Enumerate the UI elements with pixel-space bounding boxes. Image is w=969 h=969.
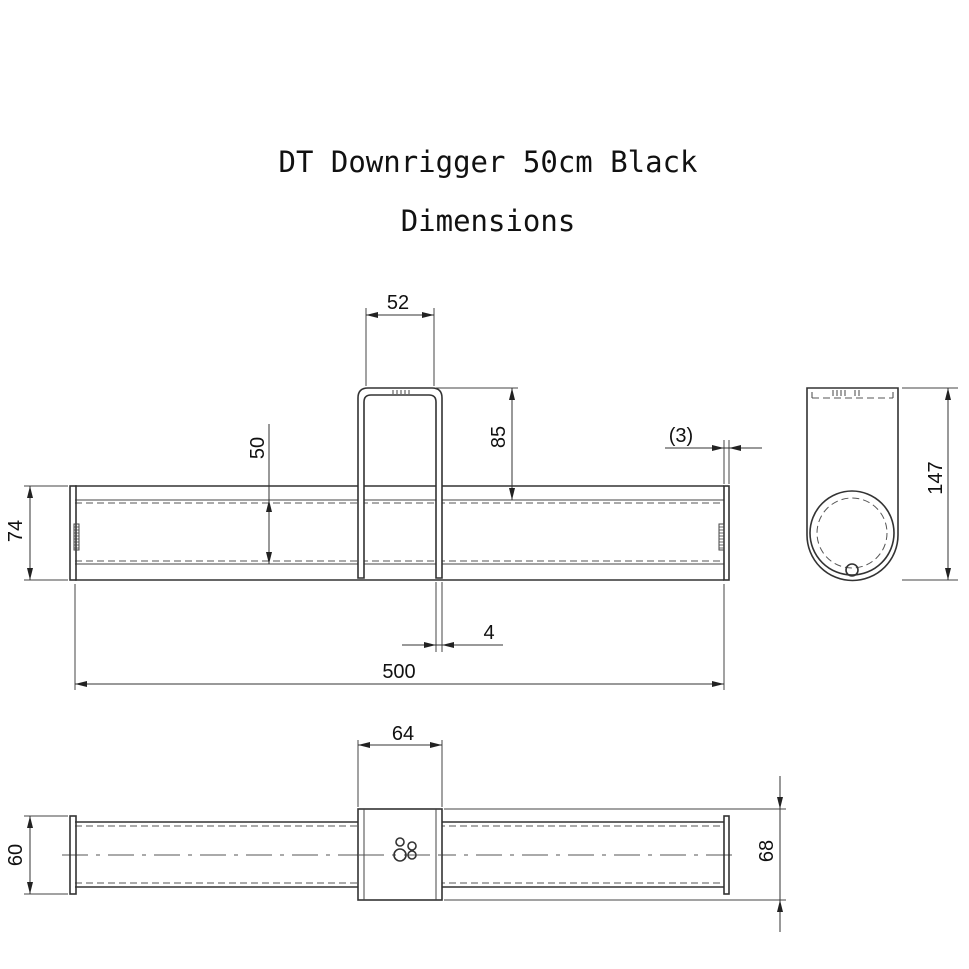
- dimension-52-label: 52: [387, 292, 409, 314]
- dimension-52: 52: [365, 292, 435, 386]
- dimension-147: 147: [902, 387, 958, 581]
- dimension-64-label: 64: [392, 723, 414, 745]
- drawing-subtitle: Dimensions: [401, 204, 576, 238]
- front-view: [69, 387, 730, 581]
- dimension-74-label: 74: [5, 520, 27, 542]
- dimension-50: 50: [247, 424, 272, 564]
- dimension-60-label: 60: [5, 844, 27, 866]
- dimension-74: 74: [5, 485, 68, 581]
- dimension-4-label: 4: [483, 622, 494, 644]
- right-end-cap: [718, 485, 730, 581]
- dimension-500: 500: [74, 584, 725, 690]
- dimension-3: (3): [665, 425, 762, 484]
- side-view: [806, 387, 899, 582]
- dimension-68-label: 68: [756, 840, 778, 862]
- dimension-147-label: 147: [925, 461, 947, 494]
- dimension-85: 85: [436, 387, 518, 500]
- dimension-500-label: 500: [382, 661, 415, 683]
- drawing-title: DT Downrigger 50cm Black: [278, 145, 698, 179]
- u-bracket: [357, 387, 443, 579]
- dimension-85-label: 85: [488, 426, 510, 448]
- dimension-64: 64: [357, 723, 443, 807]
- dimension-60: 60: [5, 815, 68, 895]
- left-end-cap: [69, 485, 80, 581]
- dimension-50-label: 50: [247, 437, 269, 459]
- top-bracket: [357, 808, 443, 901]
- dimension-4: 4: [402, 582, 503, 652]
- dimension-68: 68: [444, 776, 786, 932]
- dimension-3-label: (3): [669, 425, 693, 447]
- top-view: [62, 808, 740, 901]
